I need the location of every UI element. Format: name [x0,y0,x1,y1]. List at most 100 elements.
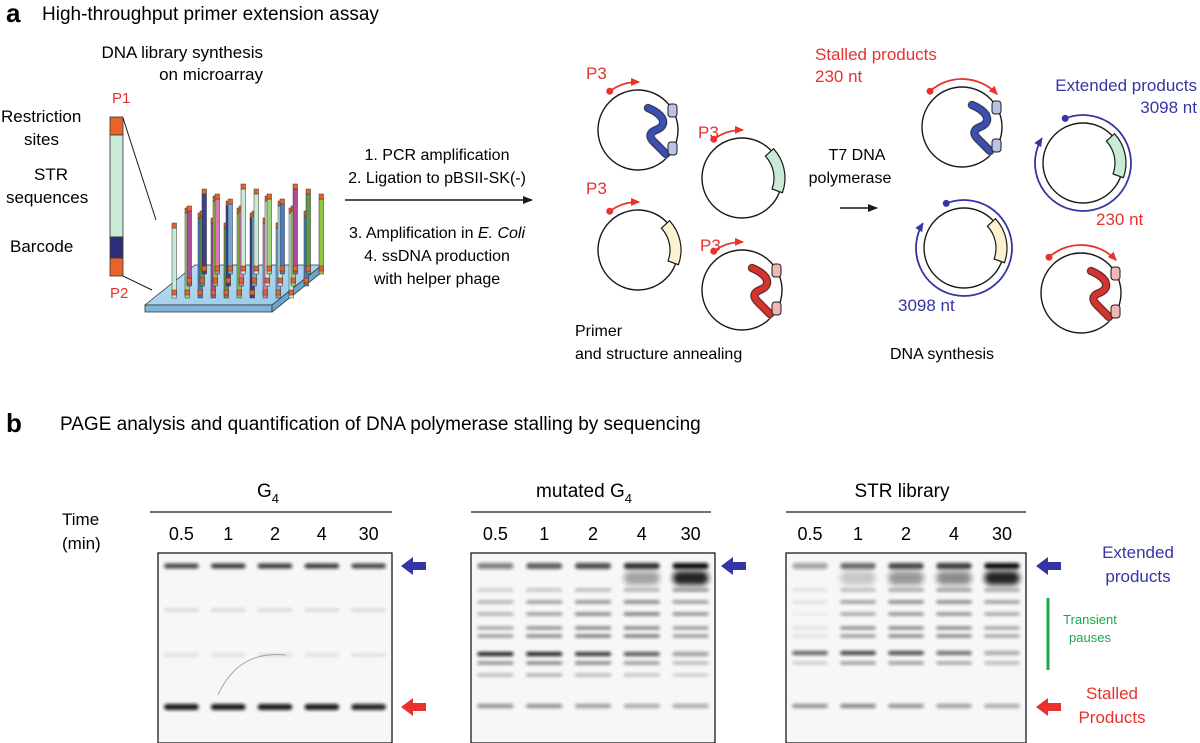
oligo-tip [201,188,207,195]
gel-band [888,588,924,592]
gel-band [623,588,660,592]
step-2: 2. Ligation to pBSII-SK(-) [348,170,526,187]
gel-band [477,563,514,569]
str-label-line1: STR [34,165,68,184]
gel-band [840,626,876,630]
gel-band [574,661,612,665]
gel-band [477,626,514,630]
oligo [214,198,220,275]
gel-band [672,634,709,638]
gel-band [888,563,924,569]
gel-band [574,588,612,592]
gel-band [936,704,972,708]
structure-end [771,263,782,278]
oligo [318,198,324,275]
lane-time-label: 30 [681,524,701,544]
structure-end [991,138,1002,153]
oligo-strip [109,116,124,277]
gel-band [840,571,876,585]
gel-band [840,704,876,708]
extension-arrow [1034,114,1132,212]
lane-time-label: 30 [359,524,379,544]
gel-band [477,588,514,592]
gel-band [623,626,660,630]
primer-arrow [609,197,640,212]
oligo-base [262,289,268,296]
gel-band [574,652,612,656]
structure-end [991,100,1002,115]
oligo-base [288,289,294,296]
gel3-extended-arrow [1036,557,1061,575]
dna-synthesis-label: DNA synthesis [890,346,994,363]
step-4: 4. ssDNA production [364,248,510,265]
primer-dot [926,87,934,95]
gel-band [351,653,386,657]
gel-band [840,651,876,655]
gel-band [984,651,1020,655]
primer-arrow [609,77,640,92]
gel-band [888,571,924,585]
gel-band [526,673,563,677]
oligo-base [305,265,311,272]
oligo-tip [266,193,272,200]
structure-end [667,103,678,118]
plasmid-circle [923,207,1005,289]
oligo [186,210,192,287]
gel-band [984,634,1020,638]
gel-band [477,600,514,604]
oligo-base [253,265,259,272]
t7-label-line1: T7 DNA [829,147,886,164]
oligo-base [275,289,281,296]
lane-time-label: 0.5 [169,524,194,544]
gel-band [672,600,709,604]
oligo-tip [318,193,324,200]
gel-band [984,661,1020,665]
gel-band [792,661,828,665]
gel-band [351,608,386,612]
gel-band [888,600,924,604]
gel-band [888,704,924,708]
gel-band [984,563,1020,569]
gel-band [984,626,1020,630]
p3-label: P3 [700,236,721,255]
gel-band [792,612,828,616]
oligo-base [214,265,220,272]
gel-band [477,612,514,616]
gel-band [888,626,924,630]
gel-band [477,652,514,656]
lane-time-label: 4 [949,524,959,544]
gel-band [526,612,563,616]
gel-band [984,612,1020,616]
barcode-label: Barcode [10,237,73,256]
gel-band [792,704,828,708]
gel-band [936,563,972,569]
gel-band [526,563,563,569]
lane-time-label: 2 [270,524,280,544]
gel-title: STR library [854,481,950,502]
gel-band [574,612,612,616]
oligo-base [238,277,244,284]
gel-band [792,600,828,604]
gel-band [792,634,828,638]
p3-label: P3 [586,64,607,83]
oligo-base [266,265,272,272]
gel-band [574,673,612,677]
lane-time-label: 2 [588,524,598,544]
oligo-base [223,289,229,296]
plasmid-circle [1042,122,1124,204]
gel-band [888,612,924,616]
gel-band [477,704,514,708]
structure-hairpin [749,265,773,317]
annealing-label-line1: Primer [575,323,623,340]
gel-band [257,563,293,569]
lane-time-label: 2 [901,524,911,544]
gel-band [984,600,1020,604]
gel-band [840,588,876,592]
stalled-products-label: Stalled products [815,45,937,64]
gel1-extended-arrow [401,557,426,575]
gel-image [157,552,393,743]
structure-end [1110,304,1121,319]
lane-time-label: 4 [317,524,327,544]
gel-band [888,634,924,638]
